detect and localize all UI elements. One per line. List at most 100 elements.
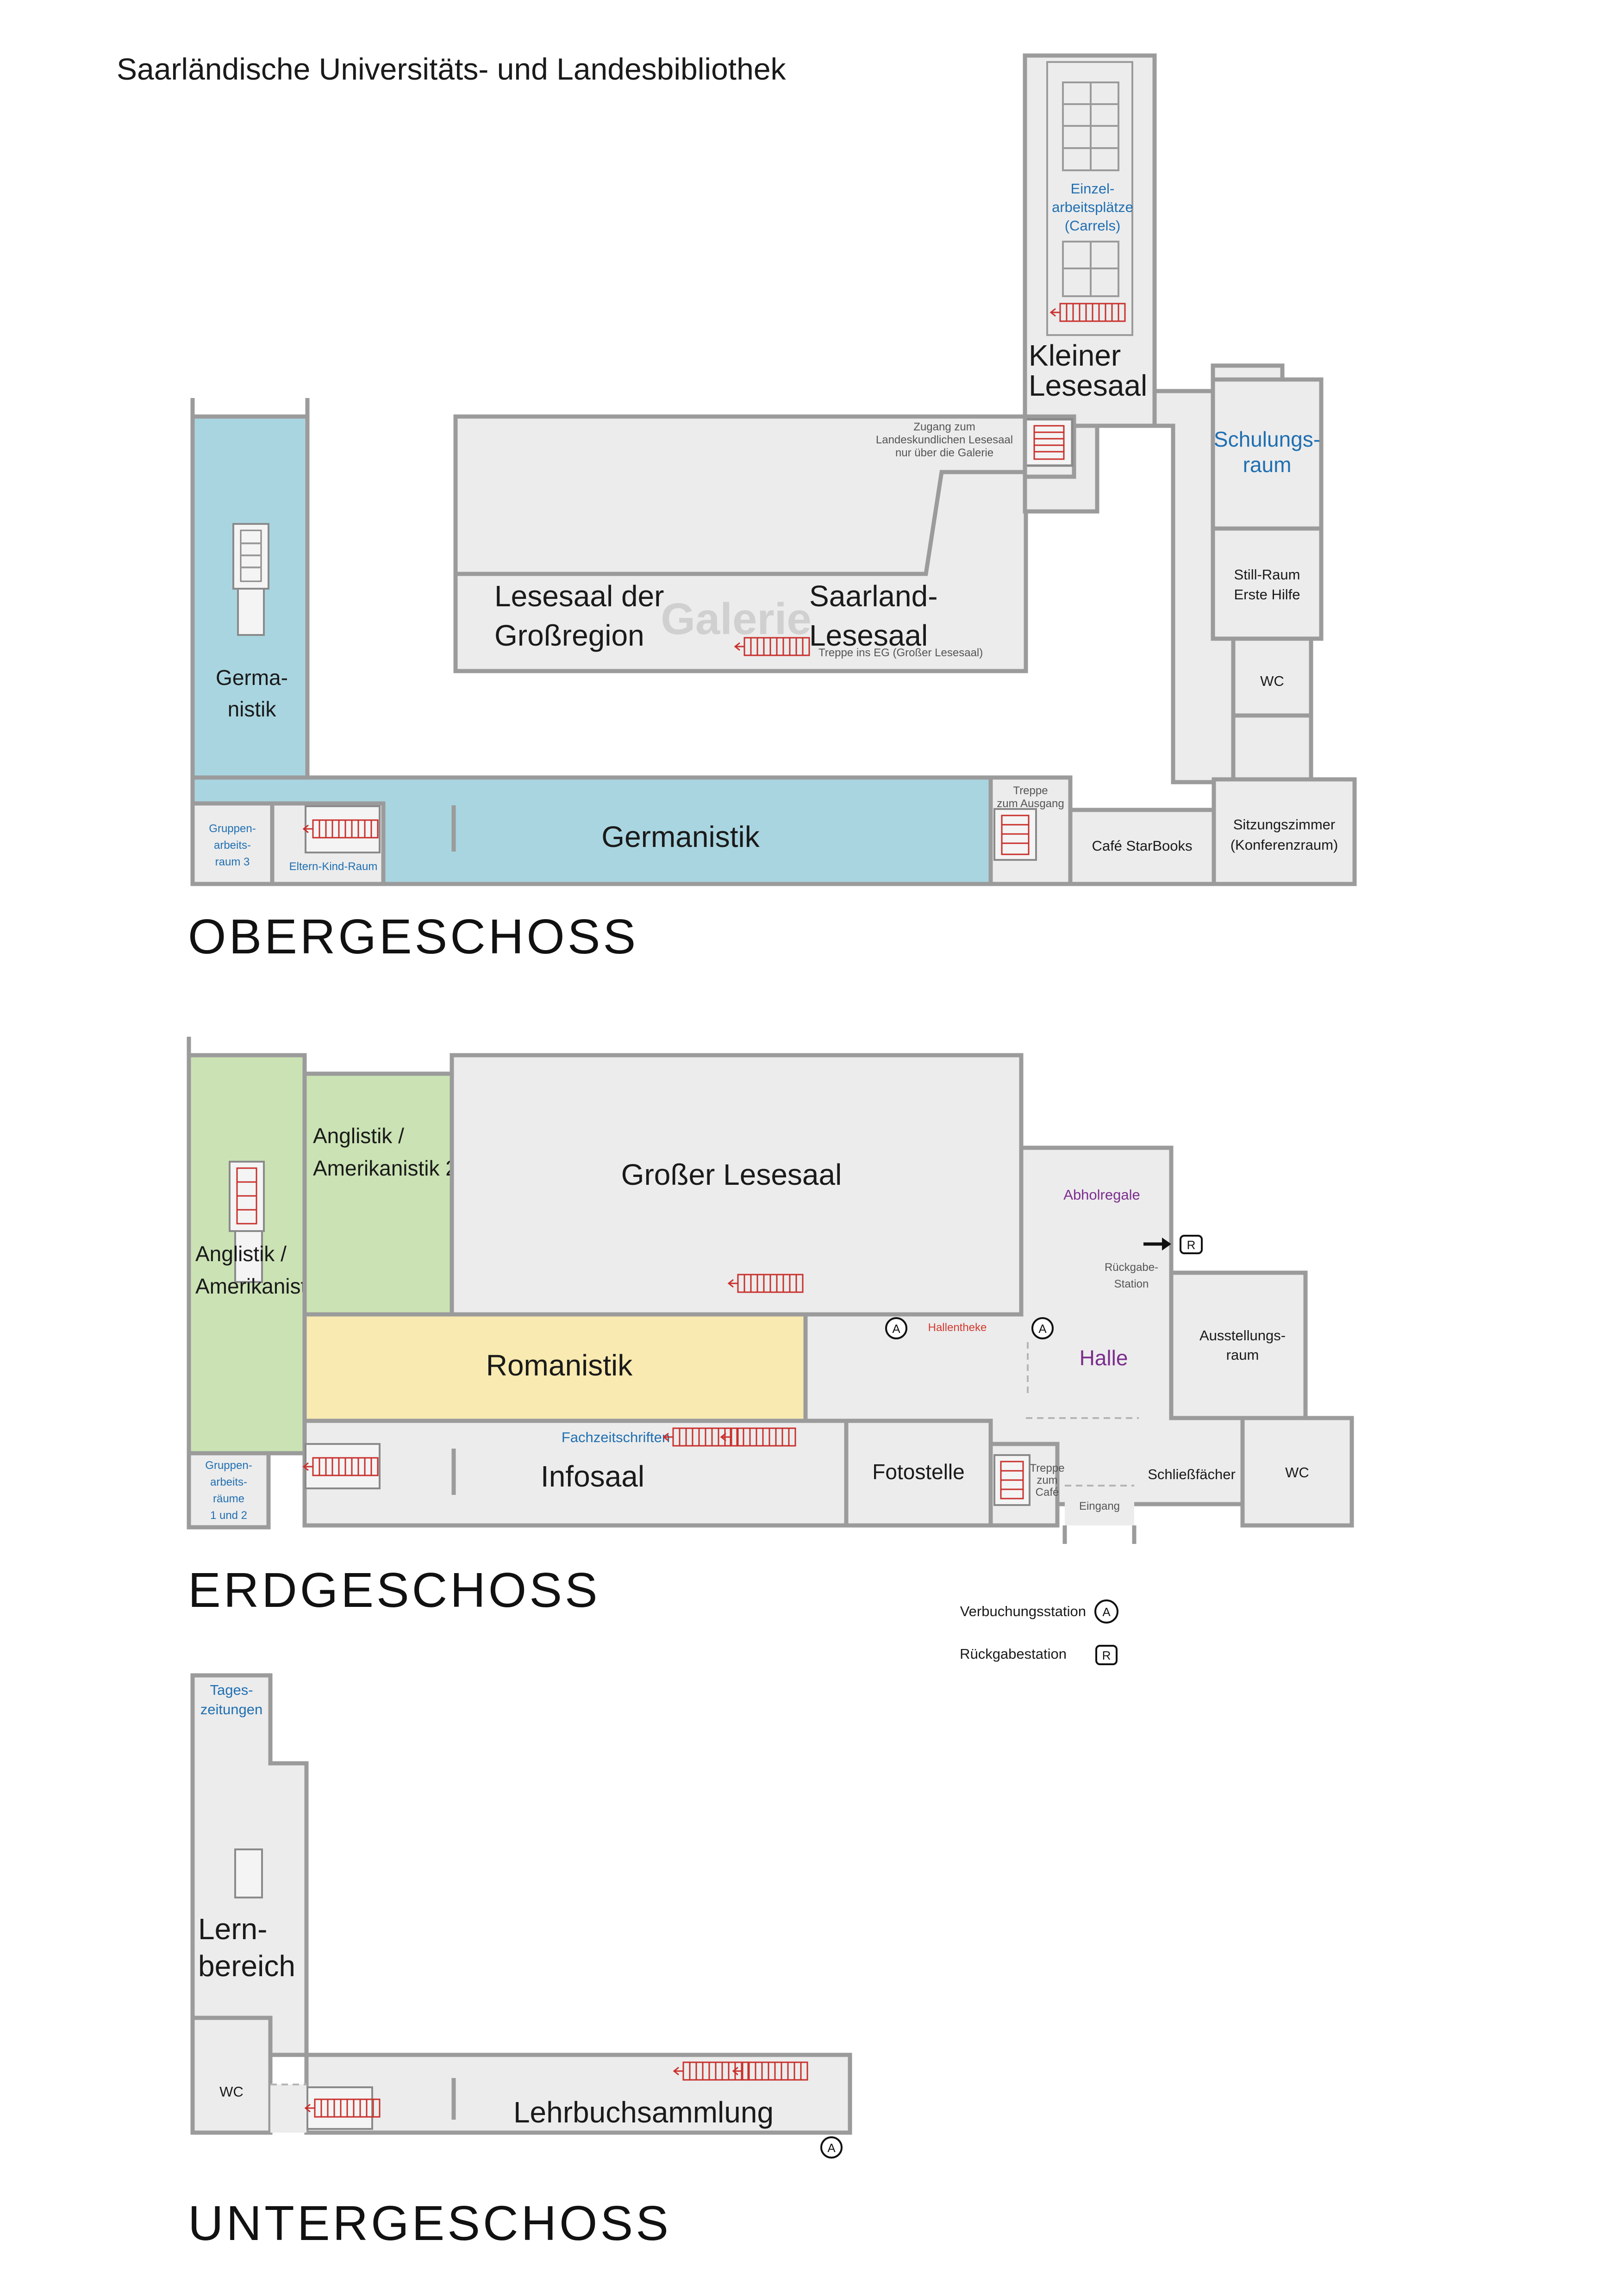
legend-verbuchung-badge: [1094, 1599, 1118, 1624]
untergeschoss-title: UNTERGESCHOSS: [188, 2196, 671, 2251]
gruppen3-label-3: raum 3: [215, 856, 250, 868]
wc-og-label: WC: [1260, 673, 1284, 689]
untergeschoss-plan: Tages- zeitungen Lern- bereich WC Lehrbu…: [188, 1673, 852, 2251]
rueckgabe-label-2: Station: [1114, 1278, 1149, 1290]
lehrbuchsammlung[interactable]: [304, 2053, 852, 2135]
verbuchung-badge-1-letter: A: [892, 1322, 900, 1336]
wc-eg-label: WC: [1285, 1464, 1309, 1481]
still-raum-label-2: Erste Hilfe: [1234, 586, 1300, 603]
fachzeitschriften-label: Fachzeitschriften: [562, 1429, 670, 1445]
cafe-label: Café StarBooks: [1092, 838, 1192, 854]
tages-label-2: zeitungen: [200, 1701, 262, 1717]
verbuchung-badge-1: [885, 1317, 907, 1339]
rueckgabe-arrow-icon: [1143, 1238, 1171, 1251]
lernbereich-label-2: bereich: [198, 1949, 295, 1983]
saarland-label-2: Lesesaal: [809, 619, 928, 652]
rueckgabe-badge-letter: R: [1187, 1238, 1196, 1252]
carrels-label-1: Einzel-: [1071, 180, 1115, 197]
gruppen12-label-1: Gruppen-: [205, 1459, 252, 1472]
verbuchung-badge-2-letter: A: [1038, 1322, 1047, 1336]
ausstellung-label-2: raum: [1226, 1347, 1259, 1363]
schulungsraum-label-1: Schulungs-: [1214, 427, 1320, 451]
abholregale-label: Abholregale: [1063, 1187, 1140, 1203]
stair-kleiner: [1026, 419, 1072, 466]
treppe-ausgang-label-1: Treppe: [1013, 784, 1048, 797]
obergeschoss-title: OBERGESCHOSS: [188, 909, 638, 964]
wc-ug-label: WC: [219, 2084, 244, 2100]
kleiner-lesesaal-label-1: Kleiner: [1029, 339, 1121, 372]
anglistik2-label-1: Anglistik /: [313, 1124, 404, 1148]
germanistik-label: Germanistik: [601, 820, 760, 853]
germanistik-west-label-2: nistik: [228, 697, 277, 721]
lehrbuchsammlung-label: Lehrbuchsammlung: [513, 2096, 774, 2129]
obergeschoss-plan: Einzel- arbeitsplätze (Carrels) Kleiner …: [188, 53, 1357, 964]
eingang[interactable]: [1065, 1486, 1134, 1525]
legend-verbuchung-label: Verbuchungsstation: [960, 1603, 1086, 1619]
legend: Verbuchungsstation A Rückgabestation R: [960, 1599, 1118, 1665]
erdgeschoss-plan: Anglistik / Amerikanistik 1 Anglistik / …: [187, 1037, 1354, 1665]
zugang-label-3: nur über die Galerie: [895, 447, 993, 459]
carrel-grid: [1062, 81, 1119, 297]
gruppen12-label-3: räume: [213, 1493, 244, 1505]
fotostelle-label: Fotostelle: [872, 1460, 964, 1484]
wc-eg[interactable]: [1240, 1416, 1354, 1528]
schulungsraum[interactable]: [1211, 377, 1324, 531]
kleiner-lesesaal-label-2: Lesesaal: [1029, 369, 1147, 402]
carrels-label-2: arbeitsplätze: [1052, 199, 1133, 215]
legend-rueckgabe-badge: [1095, 1645, 1118, 1665]
eltern-kind-label: Eltern-Kind-Raum: [289, 860, 378, 873]
grosser-lesesaal-label: Großer Lesesaal: [621, 1158, 842, 1191]
grossregion-label-2: Großregion: [494, 619, 644, 652]
saarland-label-1: Saarland-: [809, 579, 938, 613]
anglistik2-label-2: Amerikanistik 2: [313, 1156, 457, 1180]
still-raum[interactable]: [1211, 526, 1324, 641]
galerie-watermark: Galerie: [661, 594, 812, 644]
gruppen3-label-1: Gruppen-: [209, 822, 256, 835]
gruppen3-label-2: arbeits-: [214, 839, 251, 852]
halle-label: Halle: [1080, 1346, 1128, 1370]
legend-rueckgabe-letter: R: [1102, 1649, 1111, 1662]
wc-ug[interactable]: [190, 2016, 273, 2135]
ausstellung-label-1: Ausstellungs-: [1199, 1327, 1286, 1344]
hallentheke-label: Hallentheke: [928, 1321, 987, 1334]
eingang-label: Eingang: [1079, 1500, 1120, 1512]
grosser-lesesaal[interactable]: [450, 1053, 1024, 1317]
sitzungszimmer-label-2: (Konferenzraum): [1230, 837, 1338, 853]
legend-rueckgabe-label: Rückgabestation: [960, 1646, 1067, 1662]
treppe-ausgang-label-2: zum Ausgang: [997, 797, 1064, 810]
gruppen12-label-2: arbeits-: [210, 1476, 247, 1488]
infosaal-label: Infosaal: [541, 1460, 644, 1493]
treppe-eg-label: Treppe ins EG (Großer Lesesaal): [818, 647, 983, 659]
romanistik-label: Romanistik: [486, 1349, 633, 1382]
library-title: Saarländische Universitäts- und Landesbi…: [117, 52, 787, 86]
lernbereich-label-1: Lern-: [198, 1912, 267, 1946]
ausstellungsraum[interactable]: [1169, 1270, 1308, 1420]
anglistik-2[interactable]: [302, 1071, 454, 1317]
rueckgabe-label-1: Rückgabe-: [1105, 1261, 1158, 1274]
gruppenarbeitsraeume-1-2[interactable]: [187, 1451, 271, 1530]
schliessfaecher-label: Schließfächer: [1148, 1466, 1236, 1482]
schulungsraum-label-2: raum: [1243, 453, 1292, 477]
sitzungszimmer-label-1: Sitzungszimmer: [1233, 816, 1336, 833]
lesesaal-block[interactable]: [453, 414, 1028, 673]
sitzungszimmer[interactable]: [1212, 777, 1357, 886]
treppe-cafe-label-2: zum: [1037, 1474, 1057, 1487]
verbuchung-badge-ug-letter: A: [827, 2141, 836, 2155]
carrels-label-3: (Carrels): [1065, 218, 1121, 234]
treppe-cafe-label-1: Treppe: [1030, 1462, 1064, 1475]
treppe-cafe-label-3: Café: [1036, 1486, 1059, 1499]
tages-label-1: Tages-: [210, 1682, 253, 1698]
verbuchung-badge-2: [1031, 1317, 1054, 1339]
verbuchung-badge-ug: [820, 2136, 843, 2159]
still-raum-label-1: Still-Raum: [1234, 566, 1300, 583]
legend-verbuchung-letter: A: [1102, 1605, 1111, 1619]
zugang-label-2: Landeskundlichen Lesesaal: [876, 434, 1013, 446]
romanistik[interactable]: [302, 1312, 808, 1423]
fotostelle[interactable]: [844, 1419, 993, 1528]
cafe-starbooks[interactable]: [1068, 808, 1216, 886]
rueckgabe-station-badge: [1180, 1235, 1203, 1254]
anglistik1-label-1: Anglistik /: [195, 1242, 287, 1266]
germanistik-west-label-1: Germa-: [216, 666, 288, 690]
erdgeschoss-title: ERDGESCHOSS: [188, 1563, 600, 1618]
